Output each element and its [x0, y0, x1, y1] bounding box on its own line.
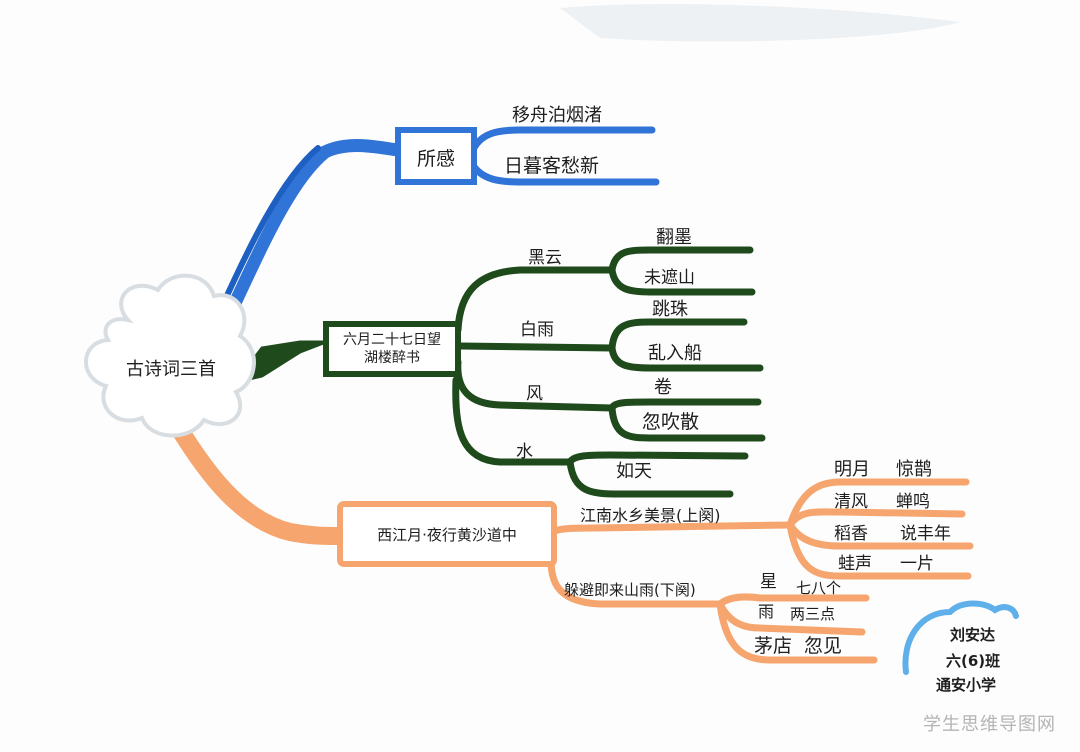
orange-leaf-1-2a: 清风	[834, 492, 868, 512]
blue-node-label: 所感	[416, 147, 455, 170]
green-sub-3: 风	[526, 384, 543, 404]
green-sub-2: 白雨	[520, 320, 554, 340]
signature-cloud	[902, 600, 1019, 675]
orange-leaf-2-2b: 两三点	[790, 605, 836, 623]
center-cloud	[84, 273, 256, 438]
green-leaf-2-2: 乱入船	[648, 343, 702, 364]
green-leaf-3-2: 忽吹散	[642, 411, 700, 433]
orange-sub-1: 江南水乡美景(上阕)	[580, 506, 721, 525]
signature-school: 通安小学	[936, 676, 997, 694]
orange-sub-2: 躲避即来山雨(下阕)	[564, 581, 696, 599]
orange-leaf-1-3a: 稻香	[834, 524, 868, 544]
green-node-line-1: 六月二十七日望	[343, 332, 441, 348]
orange-leaf-1-1a: 明月	[834, 459, 870, 480]
orange-leaf-2-1b: 七八个	[796, 579, 842, 597]
green-node-label: 六月二十七日望 湖楼醉书	[328, 328, 456, 370]
scan-smudge	[560, 4, 960, 42]
green-node-box	[323, 321, 461, 377]
green-leaf-1-2: 未遮山	[644, 268, 695, 288]
blue-leaf-2: 日暮客愁新	[504, 155, 600, 177]
blue-leaf-1: 移舟泊烟渚	[512, 105, 602, 126]
orange-leaf-2-3b: 忽见	[804, 635, 843, 657]
orange-node-label: 西江月·夜行黄沙道中	[377, 525, 517, 544]
green-leaf-4-1: 如天	[616, 461, 652, 482]
orange-leaf-1-2b: 蝉鸣	[896, 492, 930, 512]
green-leaf-3-1: 卷	[654, 377, 672, 398]
blue-node-box	[395, 127, 477, 185]
orange-leaf-1-4b: 一片	[900, 554, 934, 574]
signature-class: 六(6)班	[946, 652, 1001, 670]
green-leaf-1-1: 翻墨	[656, 227, 692, 248]
site-watermark: 学生思维导图网	[923, 714, 1056, 735]
signature-name: 刘安达	[950, 626, 996, 644]
orange-leaf-1-3b: 说丰年	[900, 524, 951, 544]
green-sub-4: 水	[516, 442, 533, 462]
green-sub-1: 黑云	[528, 248, 562, 268]
green-node-line-2: 湖楼醉书	[364, 350, 420, 366]
orange-leaf-2-2a: 雨	[758, 602, 775, 621]
orange-leaf-1-4a: 蛙声	[838, 554, 872, 574]
orange-leaf-1-1b: 惊鹊	[896, 459, 932, 480]
green-leaf-2-1: 跳珠	[652, 299, 688, 320]
orange-node-box	[337, 501, 557, 567]
center-topic: 古诗词三首	[126, 359, 216, 380]
orange-leaf-2-1a: 星	[760, 572, 777, 592]
orange-leaf-2-3a: 茅店	[754, 635, 793, 657]
